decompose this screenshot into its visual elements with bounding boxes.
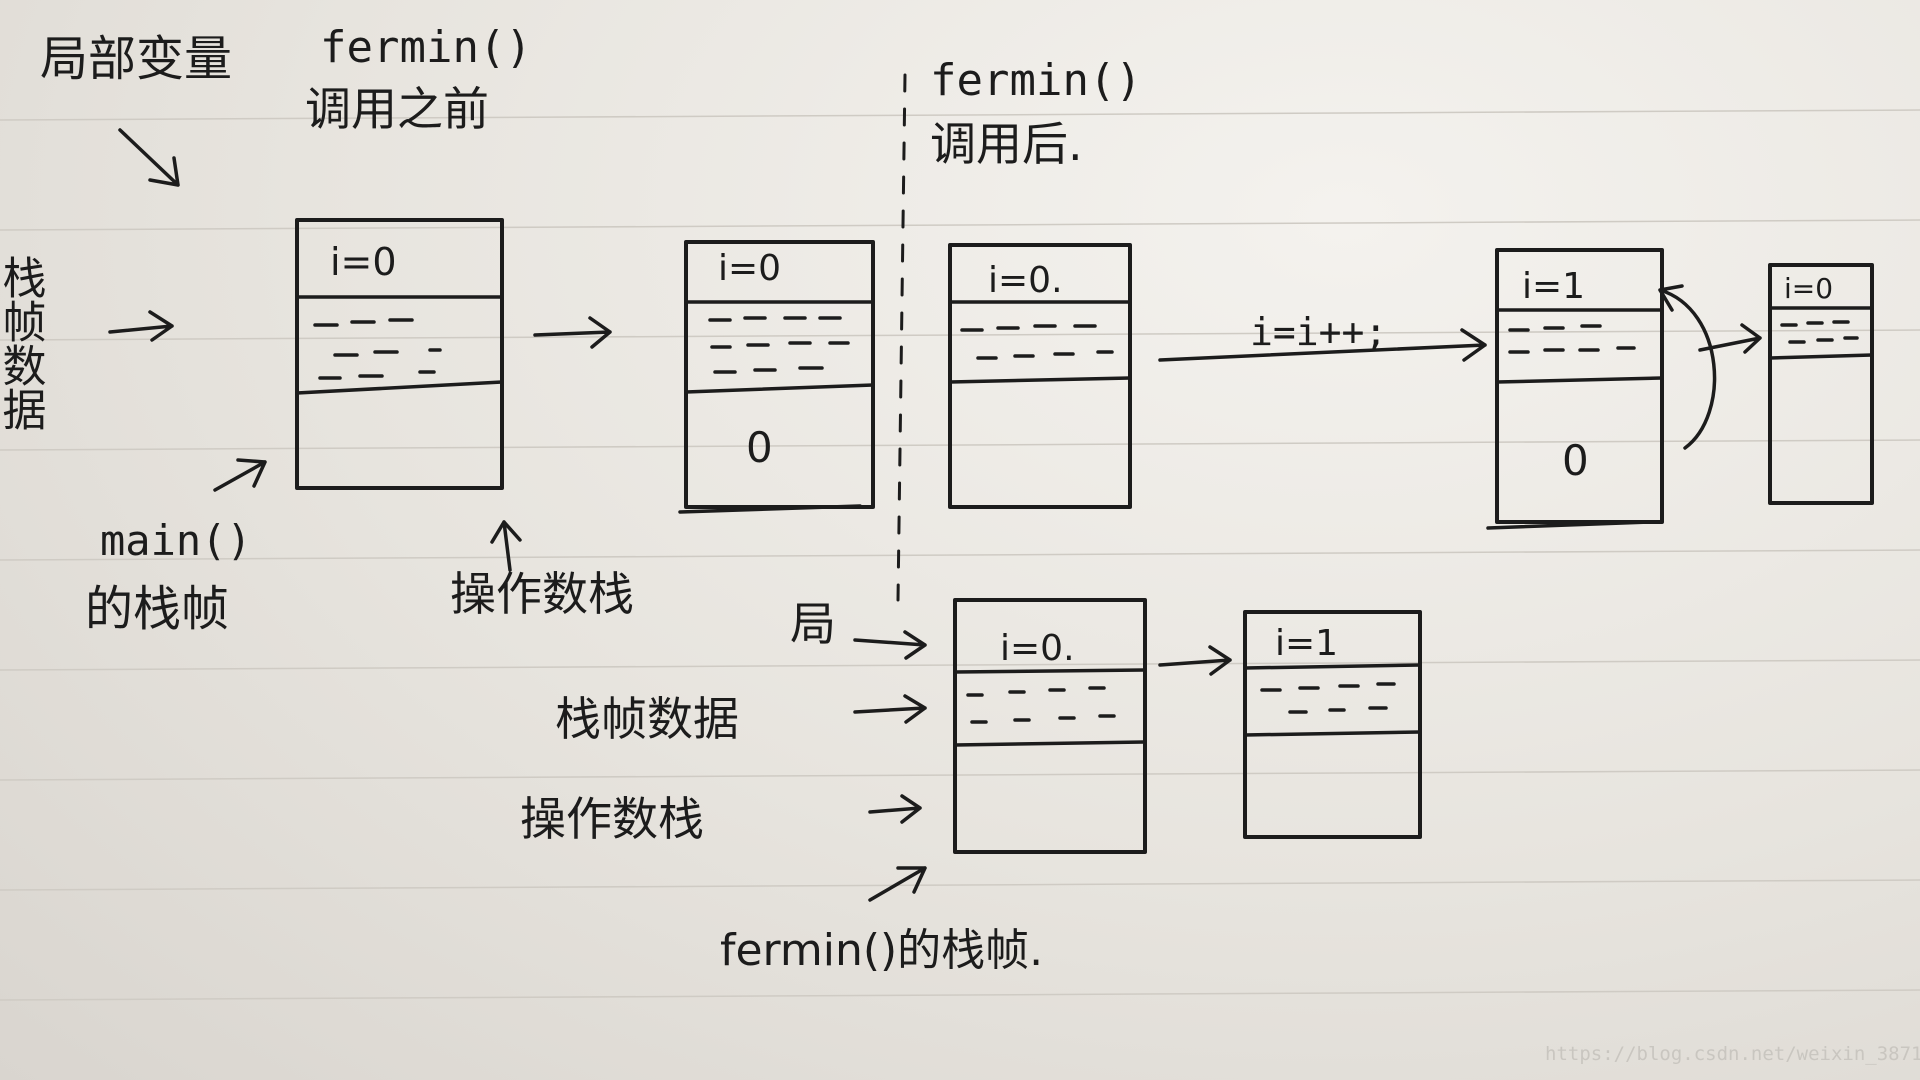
frame-fermin-first-var: i=0. [1000, 628, 1075, 669]
label-lower-frame-data: 栈帧数据 [555, 692, 739, 746]
arrow-operand-stack [490, 520, 522, 572]
arrow-frame4-to-frame5 [1698, 323, 1762, 354]
arrow-return-curve [1658, 284, 1717, 450]
arrow-lower-operand-stack [868, 794, 922, 824]
frame-after-call-data-marks [960, 324, 1114, 360]
arrow-lower-local [853, 630, 927, 660]
frame-after-call-var: i=0. [988, 260, 1063, 301]
frame-fermin-first: i=0. [953, 598, 1147, 854]
label-lower-operand-stack: 操作数栈 [520, 792, 704, 846]
arrow-stack-frame-data [108, 310, 174, 342]
arrow-frame1-to-frame2 [533, 316, 612, 349]
frame-final-var: i=0 [1784, 272, 1833, 305]
frame-main-before-data-marks [313, 318, 442, 380]
label-fermin-after-text: 调用后. [930, 117, 1083, 171]
frame-after-inc-var: i=1 [1522, 266, 1585, 307]
label-lower-local: 局 [790, 597, 836, 651]
frame-fermin-second-var: i=1 [1275, 623, 1338, 664]
label-fermin-before-text: 调用之前 [305, 82, 489, 136]
label-fermin-frame: fermin()的栈帧. [720, 925, 1043, 976]
frame-fermin-first-data-marks [966, 686, 1116, 724]
label-main-frame-text: 的栈帧 [85, 581, 229, 637]
arrow-increment [1158, 328, 1487, 362]
label-main-frame-func: main() [100, 516, 252, 565]
frame-final-data-marks [1780, 320, 1859, 344]
label-fermin-before-func: fermin() [320, 22, 532, 73]
arrow-main-frame [213, 458, 267, 492]
frame-after-push-data-marks [708, 316, 850, 374]
frame-after-inc-data-marks [1508, 324, 1636, 354]
frame-after-push-var: i=0 [718, 248, 781, 289]
label-fermin-after-func: fermin() [930, 55, 1142, 106]
watermark: https://blog.csdn.net/weixin_38719347 [1545, 1043, 1920, 1065]
frame-after-inc-stack-value: 0 [1562, 436, 1589, 485]
label-operand-stack: 操作数栈 [450, 567, 634, 621]
ruled-lines [0, 109, 1920, 1001]
arrow-lower-frame-data [853, 694, 927, 724]
frame-final: i=0 [1768, 263, 1874, 505]
arrow-fermin-frame [868, 866, 927, 902]
label-local-vars: 局部变量 [40, 31, 232, 87]
frame-fermin-second: i=1 [1243, 610, 1422, 839]
frame-fermin-second-data-marks [1260, 682, 1396, 714]
frame-after-call: i=0. [948, 243, 1132, 509]
arrow-local-vars [118, 128, 180, 187]
arrow-frame6-to-frame7 [1158, 645, 1232, 676]
frame-after-push-stack-value: 0 [746, 423, 773, 472]
frame-after-inc: i=1 0 [1486, 248, 1664, 530]
label-stack-frame-data: 栈帧数据 [0, 255, 46, 431]
frame-after-push: i=0 0 [678, 240, 875, 514]
frame-main-before-var: i=0 [330, 240, 397, 284]
frame-main-before: i=0 [295, 218, 504, 490]
label-increment: i=i++; [1250, 310, 1387, 354]
divider-line [896, 73, 907, 602]
